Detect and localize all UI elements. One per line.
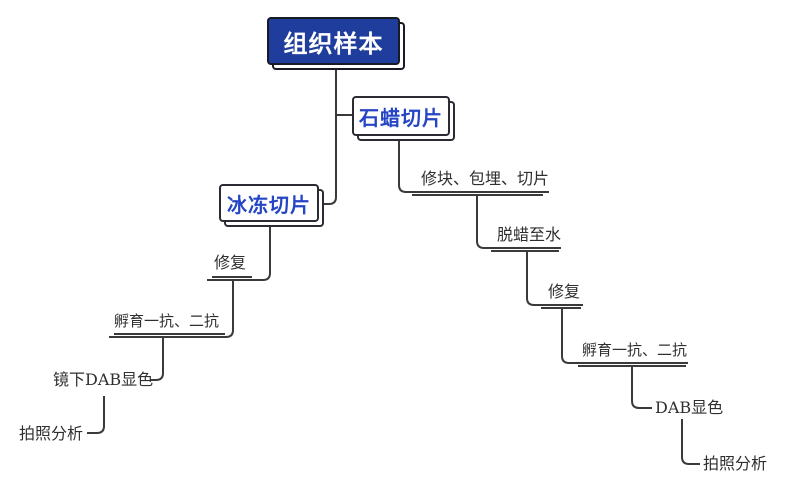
step-photo-analysis-paraffin: 拍照分析	[703, 454, 768, 473]
root-connectors	[321, 65, 352, 205]
step-incubate-antibodies-frozen: 孵育一抗、二抗	[114, 312, 220, 330]
paraffin-branch-connectors	[398, 137, 700, 465]
paraffin-node-label: 石蜡切片	[359, 107, 443, 130]
frozen-node-label: 冰冻切片	[227, 194, 311, 217]
step-incubate-antibodies-paraffin: 孵育一抗、二抗	[582, 341, 688, 359]
node-frozen-section: 冰冻切片	[219, 184, 319, 222]
step-photo-analysis-frozen: 拍照分析	[19, 424, 84, 443]
step-dewax-to-water: 脱蜡至水	[497, 225, 562, 244]
step-antigen-retrieval-paraffin: 修复	[548, 282, 581, 301]
root-node-label: 组织样本	[283, 30, 384, 58]
step-antigen-retrieval-frozen: 修复	[214, 253, 247, 272]
step-dab-staining: DAB显色	[655, 398, 724, 417]
step-microscope-dab-staining: 镜下DAB显色	[53, 370, 154, 389]
root-node-tissue-sample: 组织样本	[267, 17, 400, 65]
node-paraffin-section: 石蜡切片	[352, 96, 450, 136]
frozen-branch-connectors	[87, 222, 271, 434]
step-trim-embed-slice: 修块、包埋、切片	[421, 169, 550, 188]
